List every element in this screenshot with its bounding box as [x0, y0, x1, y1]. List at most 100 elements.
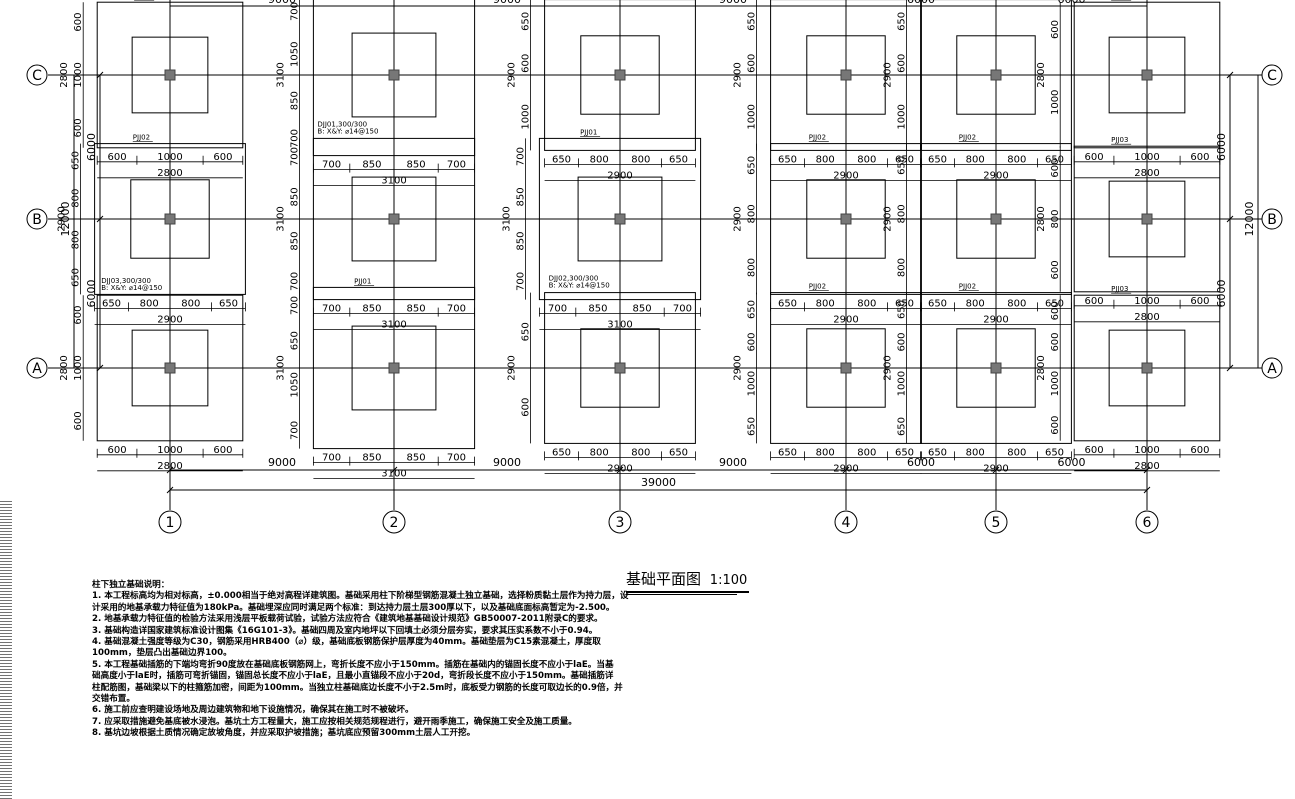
footing-total-label: 2900: [157, 314, 182, 325]
footing-total-label: 2800: [157, 168, 182, 179]
footing-side-dim-label: 650: [747, 300, 758, 319]
footing-side-dim-label: 850: [289, 187, 300, 206]
footing-side-dim-label: 600: [1050, 332, 1061, 351]
footing-side-total-label: 2900: [733, 62, 744, 87]
footing-dim-label: 650: [778, 298, 797, 309]
footing-inner-step: [130, 179, 210, 259]
footing-side-dim-label: 850: [289, 91, 300, 110]
footing-dim-label: 800: [631, 154, 650, 165]
footing-dim-label: 850: [362, 160, 381, 171]
note-line: 6. 施工前应查明建设场地及周边建筑物和地下设施情况，确保其在施工时不被破坏。: [92, 705, 414, 716]
footing-total-label: 2900: [833, 463, 858, 474]
note-line: 2. 地基承载力特征值的检验方法采用浅层平板载荷试验，试验方法应符合《建筑地基基…: [92, 614, 603, 625]
footing-outer-step: [312, 137, 476, 301]
footing-dim-label: 800: [816, 298, 835, 309]
footing-dim-label: 600: [1190, 152, 1209, 163]
footing-side-dim-label: 850: [289, 232, 300, 251]
footing-outer-step: [96, 1, 244, 149]
title-underline: [626, 594, 737, 595]
axis-bubble-a: [26, 357, 48, 379]
footing-dim-label: 650: [895, 154, 914, 165]
note-line: 3. 基础构造详国家建筑标准设计图集《16G101-3》。基础四周及室内地坪以下…: [92, 625, 598, 636]
footing-side-dim-label: 1050: [289, 42, 300, 67]
footing-outer-step: [920, 0, 1072, 151]
footing-c3: PJJ02650800800650290065060010002900: [507, 0, 696, 181]
footing-dim-label: 700: [548, 304, 567, 315]
footing-side-dim-label: 800: [71, 230, 82, 249]
notes-heading: 柱下独立基础说明：: [92, 580, 170, 590]
footing-dim-label: 800: [1007, 447, 1026, 458]
footing-side-dim-label: 700: [289, 296, 300, 315]
note-line: 础高度小于laE时，插筋可弯折锚固，锚固总长度不应小于laE，且最小直锚段不应小…: [92, 671, 614, 682]
footing-dim-label: 700: [447, 453, 466, 464]
footing-dim-label: 600: [213, 152, 232, 163]
footing-code: PJJ02: [809, 134, 826, 142]
footing-side-dim-label: 600: [73, 306, 84, 325]
drawing-scale: 1:100: [709, 573, 748, 588]
footing-note: DJJ03,300/300: [101, 277, 151, 285]
footing-code: PJJ02: [959, 283, 976, 291]
footing-dim-label: 700: [447, 304, 466, 315]
footing-dim-label: 700: [322, 304, 341, 315]
footing-side-total-label: 2900: [733, 355, 744, 380]
column-section: [614, 213, 626, 225]
footing-code: PJJ01: [580, 128, 597, 136]
axis-label-b: B: [32, 212, 42, 228]
footing-outer-step: [544, 0, 696, 151]
footing-dim-label: 700: [322, 453, 341, 464]
footing-inner-step: [956, 35, 1036, 115]
footing-dim-label: 650: [778, 154, 797, 165]
footing-side-total-label: 3100: [275, 355, 286, 380]
column-section: [614, 69, 626, 81]
footing-side-dim-label: 600: [73, 118, 84, 137]
axis-label-6: 6: [1143, 515, 1152, 531]
footing-side-dim-label: 1000: [1050, 90, 1061, 115]
footing-side-dim-label: 1000: [897, 104, 908, 129]
footing-side-dim-label: 800: [71, 189, 82, 208]
column-section: [990, 362, 1002, 374]
column-section: [614, 362, 626, 374]
column-section: [164, 69, 176, 81]
footing-outer-step: [94, 143, 246, 295]
note-line: 5. 本工程基础插筋的下端均弯折90度放在基础底板钢筋网上，弯折长度不应小于15…: [92, 659, 614, 670]
footing-dim-label: 650: [928, 447, 947, 458]
footing-dim-label: 1000: [1134, 152, 1159, 163]
footing-outer-step: [770, 0, 922, 151]
footing-side-dim-label: 700: [289, 147, 300, 166]
footing-side-dim-label: 800: [747, 258, 758, 277]
footing-outer-step: [96, 294, 244, 442]
span-dim-label: 6000: [907, 456, 935, 469]
footing-total-label: 2900: [607, 463, 632, 474]
footing-side-dim-label: 650: [747, 417, 758, 436]
bay-dim-label: 6000: [1215, 280, 1228, 308]
footing-inner-step: [351, 32, 437, 118]
dim-tick: [166, 486, 174, 494]
footing-total-label: 2900: [983, 314, 1008, 325]
top-span-dim-label: 9000: [493, 0, 521, 6]
footing-side-total-label: 2900: [507, 62, 518, 87]
dim-tick: [992, 466, 1000, 474]
footing-side-dim-label: 600: [747, 54, 758, 73]
footing-total-label: 2800: [157, 461, 182, 472]
footing-total-label: 2800: [1134, 168, 1159, 179]
footing-dim-label: 850: [407, 453, 426, 464]
footing-rebar: B: X&Y: ⌀14@150: [317, 127, 378, 135]
footing-side-dim-label: 650: [897, 12, 908, 31]
column-section: [990, 69, 1002, 81]
dim-tick: [96, 364, 104, 372]
axis-label-5: 5: [992, 515, 1001, 531]
footing-side-total-label: 2900: [507, 355, 518, 380]
footing-side-total-label: 3100: [501, 206, 512, 231]
footing-side-dim-label: 850: [515, 187, 526, 206]
bay-dim-label: 6000: [85, 280, 98, 308]
footing-outer-step: [770, 143, 922, 295]
footing-side-dim-label: 800: [897, 204, 908, 223]
footing-rebar: B: X&Y: ⌀14@150: [549, 282, 610, 290]
footing-dim-label: 800: [966, 154, 985, 165]
dim-tick: [166, 466, 174, 474]
footing-code: PJJ02: [809, 283, 826, 291]
footing-outer-step: [1073, 145, 1221, 293]
footing-side-dim-label: 700: [515, 147, 526, 166]
